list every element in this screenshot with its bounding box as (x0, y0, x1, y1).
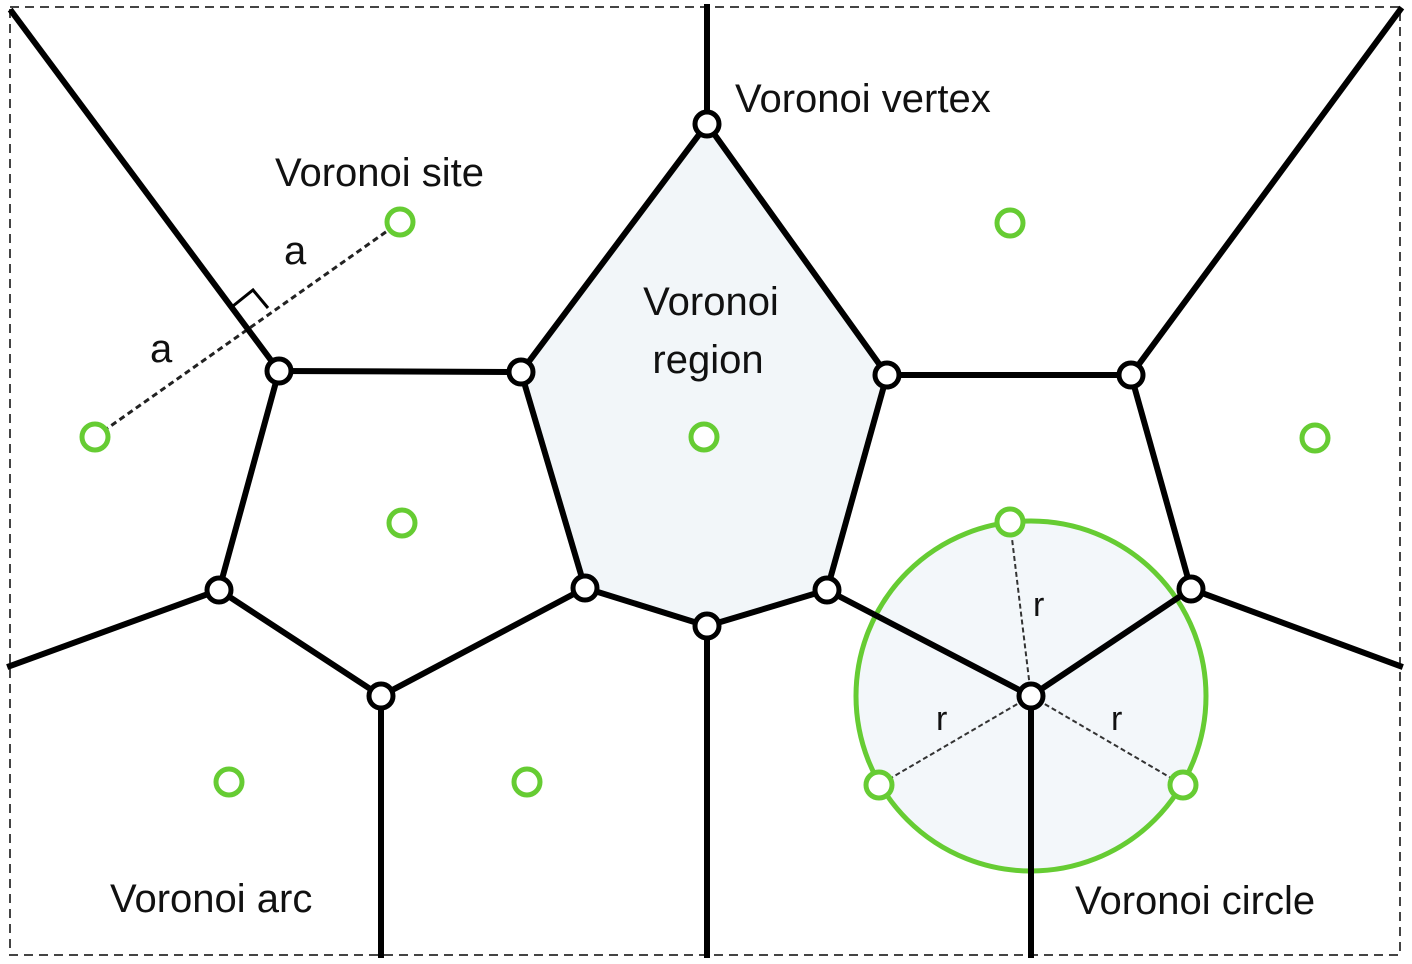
voronoi-vertex-point (1176, 574, 1206, 604)
voronoi-vertex-point (1016, 681, 1046, 711)
voronoi-vertex-point (812, 575, 842, 605)
voronoi-arc (822, 585, 1036, 701)
voronoi-arc (1126, 5, 1405, 380)
voronoi-vertex-point (204, 575, 234, 605)
voronoi-vertex-point (692, 611, 722, 641)
voronoi-arc (215, 367, 283, 594)
radius-label-top: r (1033, 586, 1044, 624)
voronoi-site-point (994, 207, 1026, 239)
voronoi-arc-label: Voronoi arc (110, 877, 312, 921)
voronoi-vertex-point (506, 357, 536, 387)
voronoi-arc (214, 585, 386, 701)
radius-top (1009, 521, 1032, 697)
voronoi-site-point (994, 506, 1026, 538)
voronoi-arc (703, 586, 831, 630)
voronoi-arc (275, 367, 525, 376)
voronoi-vertex-point (366, 681, 396, 711)
voronoi-arc (7, 7, 284, 376)
voronoi-site-point (386, 507, 418, 539)
voronoi-site-point (79, 421, 111, 453)
voronoi-circle-label: Voronoi circle (1075, 879, 1315, 923)
voronoi-region-label-line1: Voronoi (643, 280, 779, 324)
voronoi-arc (1026, 584, 1196, 701)
voronoi-arc (581, 584, 711, 630)
radius-left (878, 695, 1032, 786)
voronoi-vertex-label: Voronoi vertex (735, 77, 991, 121)
voronoi-vertex-point (1116, 360, 1146, 390)
voronoi-site-point (1299, 422, 1331, 454)
voronoi-region-label-line2: region (652, 338, 763, 382)
voronoi-vertex-point (872, 360, 902, 390)
voronoi-arc (517, 368, 589, 592)
voronoi-site-point (1167, 769, 1199, 801)
voronoi-vertices (204, 109, 1206, 711)
voronoi-site-point (688, 421, 720, 453)
voronoi-site-point (384, 206, 416, 238)
voronoi-arc (376, 583, 590, 701)
voronoi-vertex-point (264, 356, 294, 386)
voronoi-sites (79, 206, 1331, 801)
distance-a-label-upper: a (284, 229, 307, 273)
voronoi-vertex-point (692, 109, 722, 139)
site-connector-dashed (94, 220, 401, 439)
voronoi-site-point (511, 766, 543, 798)
voronoi-site-label: Voronoi site (275, 151, 484, 195)
voronoi-arc (1187, 585, 1404, 670)
voronoi-arc (516, 119, 712, 377)
voronoi-arcs (6, 4, 1405, 958)
voronoi-site-point (863, 769, 895, 801)
voronoi-site-point (213, 766, 245, 798)
right-angle-marker (232, 287, 270, 309)
distance-a-label-lower: a (150, 327, 173, 371)
radius-label-right: r (1111, 700, 1122, 738)
radius-label-left: r (936, 700, 947, 738)
voronoi-arc (6, 586, 223, 670)
voronoi-vertex-point (570, 573, 600, 603)
voronoi-arc (1127, 371, 1195, 593)
circle-radii (878, 521, 1184, 786)
voronoi-arc (702, 119, 892, 380)
voronoi-arc (823, 371, 891, 594)
radius-right (1030, 695, 1184, 786)
